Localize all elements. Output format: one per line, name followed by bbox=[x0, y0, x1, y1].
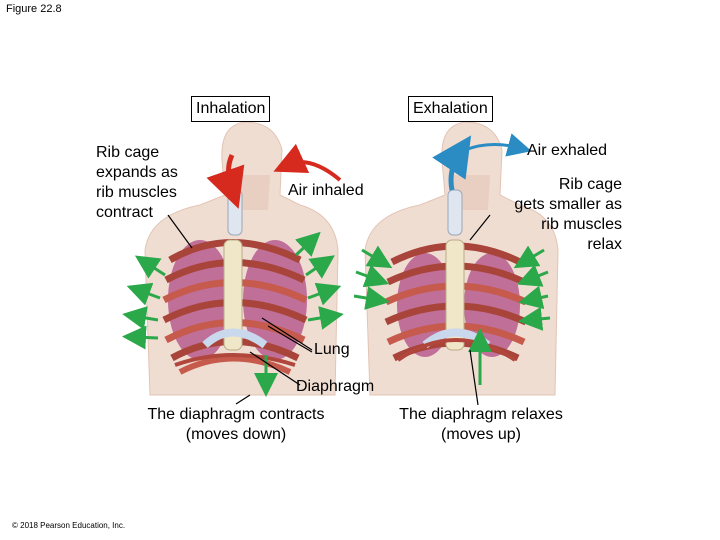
rib-expands-label: Rib cage expands as rib muscles contract bbox=[96, 144, 178, 221]
diaphragm-label: Diaphragm bbox=[296, 378, 375, 395]
inhalation-figure bbox=[122, 121, 344, 397]
right-airway-arrow bbox=[432, 135, 472, 191]
air-exhaled-arrow bbox=[464, 133, 532, 157]
air-exhaled-label: Air exhaled bbox=[527, 142, 608, 159]
diaphragm-contracts-label: The diaphragm contracts (moves down) bbox=[147, 406, 325, 443]
copyright-notice: © 2018 Pearson Education, Inc. bbox=[12, 521, 126, 530]
air-inhaled-label: Air inhaled bbox=[288, 182, 364, 199]
diaphragm-relaxes-label: The diaphragm relaxes (moves up) bbox=[399, 406, 563, 443]
right-contraction-arrows bbox=[353, 245, 551, 385]
rib-relax-label: Rib cage gets smaller as rib muscles rel… bbox=[514, 176, 622, 253]
panel-label-inhalation: Inhalation bbox=[191, 96, 271, 122]
right-trachea bbox=[447, 189, 463, 236]
left-airway-arrow bbox=[206, 153, 245, 209]
left-expansion-arrows bbox=[122, 231, 344, 397]
left-diaphragm bbox=[174, 353, 296, 367]
left-rib-cage bbox=[162, 239, 308, 375]
leader-lines bbox=[167, 214, 491, 406]
lung-label: Lung bbox=[314, 341, 350, 358]
figure-title: Figure 22.8 bbox=[6, 3, 62, 15]
left-lung-right bbox=[243, 240, 307, 360]
air-inhaled-arrow bbox=[273, 143, 342, 182]
right-diaphragm bbox=[396, 338, 517, 362]
panel-label-exhalation: Exhalation bbox=[408, 96, 493, 122]
left-trachea bbox=[227, 189, 243, 236]
exhalation-figure bbox=[353, 121, 559, 396]
